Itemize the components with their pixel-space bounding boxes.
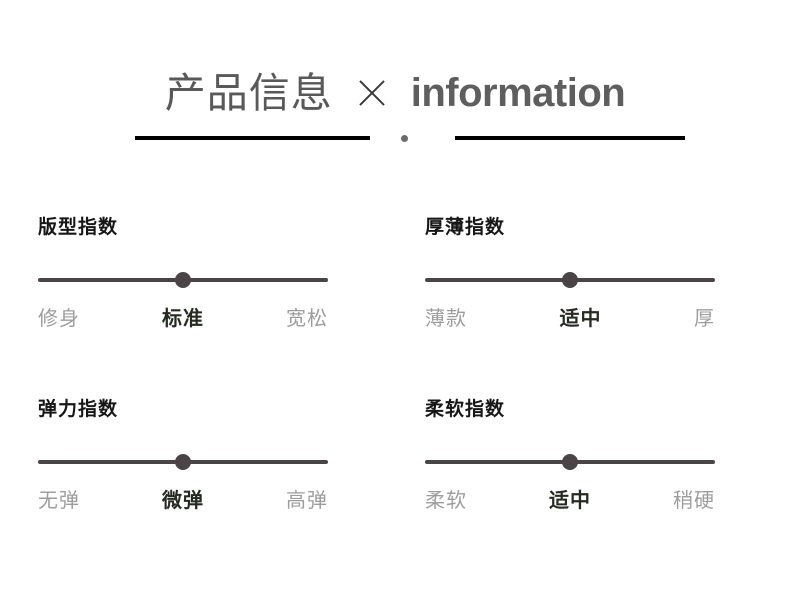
header-divider [0, 134, 790, 146]
page-header: 产品信息 information [0, 62, 790, 152]
slider-label-max[interactable]: 稍硬 [673, 490, 715, 512]
slider-thickness[interactable] [425, 271, 715, 289]
index-slider-grid: 版型指数 修身 标准 宽松 厚薄指数 薄款 适中 厚 [0, 206, 790, 570]
slider-label-min[interactable]: 薄款 [425, 308, 467, 330]
group-title: 弹力指数 [38, 399, 119, 420]
cross-x-icon [355, 76, 389, 110]
slider-thumb[interactable] [562, 454, 578, 470]
slider-labels: 修身 标准 宽松 [38, 309, 328, 329]
slider-label-mid[interactable]: 适中 [549, 490, 591, 512]
group-title: 厚薄指数 [425, 217, 506, 238]
slider-softness[interactable] [425, 453, 715, 471]
slider-thumb[interactable] [562, 272, 578, 288]
slider-labels: 薄款 适中 厚 [425, 309, 715, 329]
slider-label-max[interactable]: 宽松 [286, 308, 328, 330]
header-title-row: 产品信息 information [0, 62, 790, 124]
slider-label-max[interactable]: 厚 [694, 308, 715, 330]
slider-elasticity[interactable] [38, 453, 328, 471]
slider-thumb[interactable] [175, 454, 191, 470]
slider-label-mid[interactable]: 适中 [559, 308, 602, 330]
divider-dot [401, 135, 408, 142]
slider-group-thickness: 厚薄指数 薄款 适中 厚 [395, 206, 790, 388]
group-title: 版型指数 [38, 217, 119, 238]
slider-label-mid[interactable]: 标准 [162, 308, 204, 330]
slider-label-min[interactable]: 柔软 [425, 490, 467, 512]
slider-group-fit: 版型指数 修身 标准 宽松 [0, 206, 395, 388]
slider-labels: 无弹 微弹 高弹 [38, 491, 328, 511]
group-title: 柔软指数 [425, 399, 506, 420]
slider-label-mid[interactable]: 微弹 [162, 490, 204, 512]
page-title-cn: 产品信息 [164, 69, 333, 116]
slider-label-min[interactable]: 无弹 [38, 490, 80, 512]
divider-line-right [455, 136, 685, 140]
slider-group-softness: 柔软指数 柔软 适中 稍硬 [395, 388, 790, 570]
page-title-en: information [410, 71, 626, 115]
slider-fit[interactable] [38, 271, 328, 289]
slider-labels: 柔软 适中 稍硬 [425, 491, 715, 511]
divider-line-left [135, 136, 370, 140]
slider-group-elasticity: 弹力指数 无弹 微弹 高弹 [0, 388, 395, 570]
slider-label-min[interactable]: 修身 [38, 308, 80, 330]
slider-thumb[interactable] [175, 272, 191, 288]
slider-label-max[interactable]: 高弹 [286, 490, 328, 512]
